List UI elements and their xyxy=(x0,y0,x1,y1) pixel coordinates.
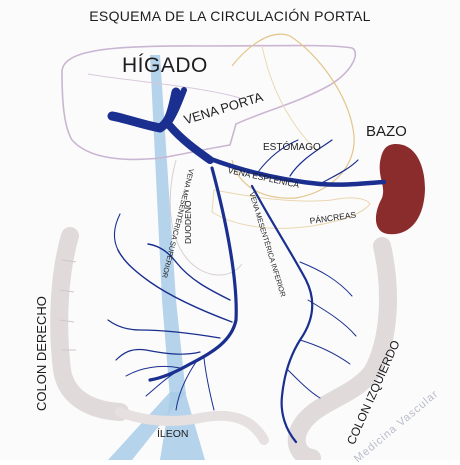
stomach-outline xyxy=(231,33,355,199)
liver-outline xyxy=(61,44,357,161)
ileal-fan-1 xyxy=(145,365,189,397)
stomach-outline-inner xyxy=(261,45,317,151)
splenic-tributary-3 xyxy=(257,139,299,173)
label-liver: HÍGADO xyxy=(122,54,208,77)
sup-mesenteric-vein xyxy=(148,166,238,382)
inf-mesenteric-branch-2 xyxy=(307,299,357,337)
sup-mesenteric-branch-4 xyxy=(115,348,201,361)
ileal-fan-4 xyxy=(125,365,181,377)
spleen-shape xyxy=(375,144,425,235)
pancreas-outline xyxy=(211,189,371,229)
ileal-fan-2 xyxy=(175,361,197,411)
colon-left xyxy=(287,237,397,460)
label-ileum: ÍLEON xyxy=(157,428,189,440)
splenic-tributary-1 xyxy=(289,139,333,177)
ileal-fan-3 xyxy=(203,357,215,411)
portal-vein-system xyxy=(107,87,387,444)
sup-mesenteric-branch-2 xyxy=(117,249,233,323)
splenic-tributary-2 xyxy=(319,159,359,185)
label-stomach: ESTÓMAGO xyxy=(263,142,321,153)
right-colic-branch xyxy=(113,213,121,251)
inf-mesenteric-branch-3 xyxy=(299,339,351,365)
portal-vein-trunk xyxy=(107,87,181,133)
liver-lobe-line xyxy=(87,73,241,99)
label-right-colon: COLON DERECHO xyxy=(34,296,49,411)
iliac-vein-left xyxy=(108,392,186,460)
colon-right xyxy=(50,227,129,421)
sup-mesenteric-branch-1 xyxy=(147,243,231,301)
inf-mesenteric-branch-1 xyxy=(299,261,353,297)
colon-right-haustra xyxy=(59,259,77,351)
inf-mesenteric-branch-4 xyxy=(287,369,321,399)
ileum-loop xyxy=(115,407,269,445)
vena-cava xyxy=(150,55,205,460)
portal-vein-left-branch xyxy=(165,87,187,127)
diagram-title: ESQUEMA DE LA CIRCULACIÓN PORTAL xyxy=(89,8,371,24)
sup-mesenteric-branch-3 xyxy=(107,319,221,339)
inf-mesenteric-vein xyxy=(250,184,314,444)
label-spleen: BAZO xyxy=(366,123,407,140)
duodenum-outline xyxy=(169,159,243,276)
